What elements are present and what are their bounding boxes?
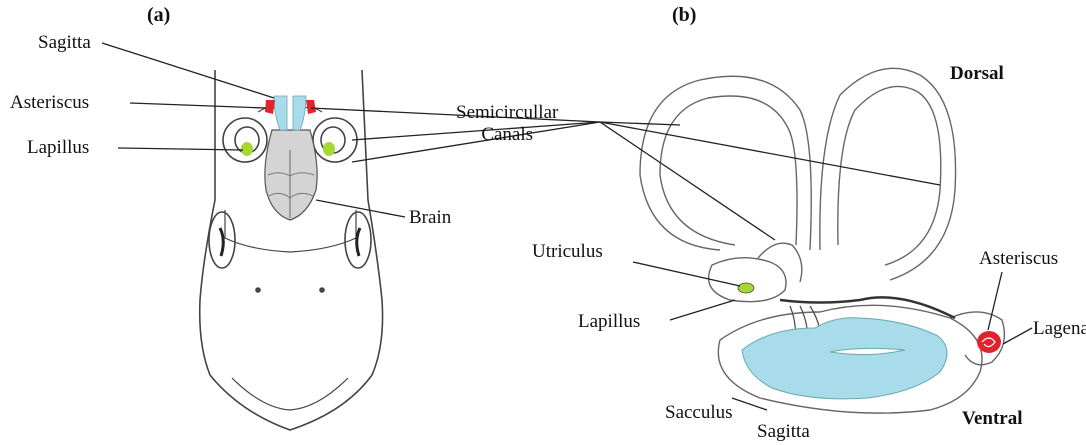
label-lapillus-a: Lapillus [27, 137, 89, 159]
panel-a-label: (a) [147, 4, 170, 27]
asteriscus-left-shape [265, 100, 275, 114]
label-brain: Brain [409, 207, 451, 229]
label-lapillus-b: Lapillus [578, 311, 640, 333]
fish-head-diagram [200, 70, 383, 430]
sagitta-shape [742, 318, 947, 399]
sagitta-right-shape [293, 96, 306, 130]
label-asteriscus-a: Asteriscus [10, 92, 89, 114]
lapillus-right-shape [323, 142, 335, 156]
sagitta-left-shape [274, 96, 287, 130]
lapillus-shape [738, 283, 754, 293]
asteriscus-right-shape [306, 100, 316, 114]
label-sacculus: Sacculus [665, 402, 733, 424]
brain [265, 130, 317, 220]
asteriscus-shape [977, 331, 1001, 353]
label-ventral: Ventral [962, 408, 1023, 430]
label-utriculus: Utriculus [532, 241, 603, 263]
label-sagitta-b: Sagitta [757, 421, 810, 443]
label-semicircular-canals: Semicircullar Canals [456, 102, 558, 146]
label-sagitta-a: Sagitta [38, 32, 91, 54]
label-dorsal: Dorsal [950, 63, 1004, 85]
panel-b-label: (b) [672, 4, 696, 27]
lapillus-left-shape [241, 142, 253, 156]
label-asteriscus-b: Asteriscus [979, 248, 1058, 270]
label-lagena: Lagena [1033, 318, 1086, 340]
